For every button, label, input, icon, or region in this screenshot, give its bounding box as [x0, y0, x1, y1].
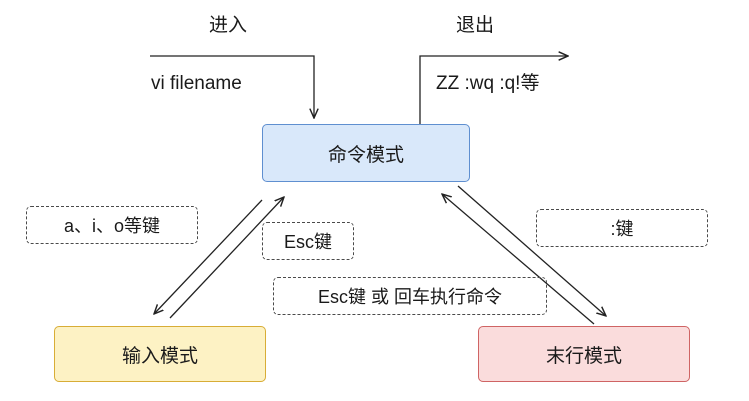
insert-to-command-note: Esc键 — [262, 222, 354, 260]
command-mode-label: 命令模式 — [327, 144, 404, 166]
enter-command-label: vi filename — [151, 73, 242, 94]
insert-to-command-arrow — [169, 197, 284, 319]
to-insert-note: a、i、o等键 — [26, 206, 198, 244]
insert-mode-node: 输入模式 — [54, 326, 266, 382]
insert-to-command-note-label: Esc键 — [283, 232, 332, 252]
last-line-to-command-note-label: Esc键 或 回车执行命令 — [317, 287, 502, 307]
command-mode-node: 命令模式 — [262, 124, 470, 182]
to-last-line-note-label: :键 — [610, 219, 634, 239]
last-line-mode-label: 末行模式 — [545, 345, 622, 367]
exit-arrow — [419, 56, 568, 124]
enter-heading: 进入 — [209, 15, 248, 36]
last-line-to-command-note: Esc键 或 回车执行命令 — [273, 277, 547, 315]
to-insert-note-label: a、i、o等键 — [63, 216, 161, 236]
lastline-to-command-arrow — [442, 194, 595, 325]
command-to-lastline-arrow — [457, 185, 606, 316]
exit-heading: 退出 — [456, 15, 495, 36]
last-line-mode-node: 末行模式 — [478, 326, 690, 382]
insert-mode-label: 输入模式 — [121, 345, 198, 367]
exit-command-label: ZZ :wq :q!等 — [436, 73, 540, 94]
enter-arrow — [150, 55, 314, 118]
command-to-insert-arrow — [154, 199, 263, 314]
to-last-line-note: :键 — [536, 209, 708, 247]
